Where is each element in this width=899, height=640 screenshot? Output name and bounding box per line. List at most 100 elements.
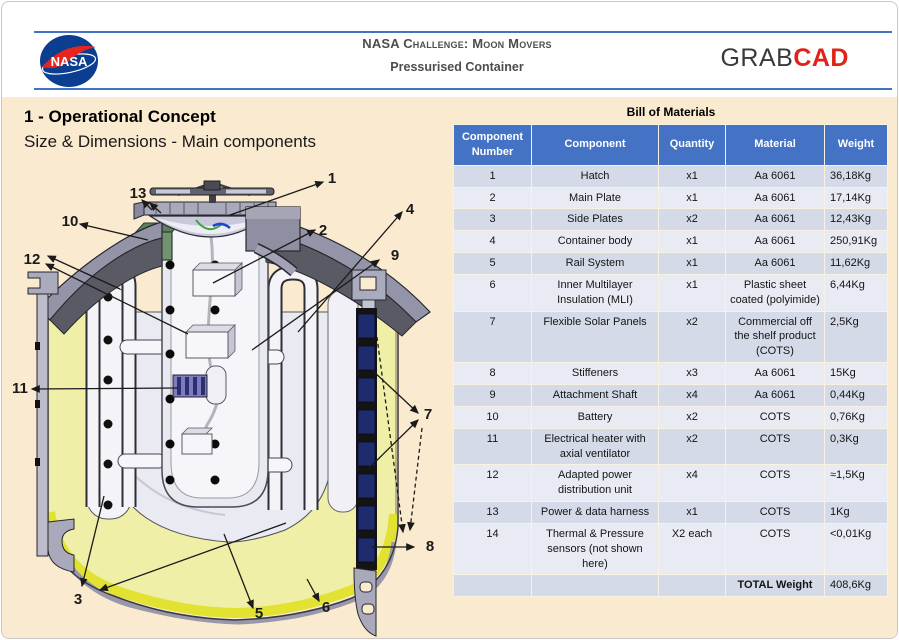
bom-cell: Stiffeners: [531, 362, 659, 385]
leader-10: [78, 221, 149, 241]
bom-cell: x2: [658, 310, 726, 364]
bom-cell: 6: [453, 273, 532, 312]
callout-1: 1: [328, 170, 336, 187]
nasa-logo-icon: NASA: [40, 35, 98, 87]
outer-wall-right: [351, 269, 387, 637]
bom-cell: 5: [453, 252, 532, 275]
bom-cell: 4: [453, 230, 532, 254]
bom-cell: 11,62Kg: [824, 252, 888, 275]
bom-cell: x2: [658, 208, 726, 232]
callout-4: 4: [406, 201, 415, 218]
page-subtitle: Size & Dimensions - Main components: [24, 132, 316, 151]
bom-cell: 6,44Kg: [824, 273, 888, 312]
bom-cell: 17,14Kg: [824, 186, 888, 210]
solar-panel-strip: [356, 308, 377, 570]
bom-cell: COTS: [725, 464, 825, 503]
challenge-subtitle: Pressurised Container: [390, 60, 524, 74]
col-weight: Weight: [824, 124, 888, 166]
leader-13b: [149, 202, 162, 214]
bom-cell: x1: [658, 186, 726, 210]
leader-12a: [46, 255, 121, 290]
header-top-rule: [34, 31, 892, 33]
leader-3a: [80, 495, 105, 588]
bom-cell: <0,01Kg: [824, 522, 888, 576]
bom-cell: Aa 6061: [725, 230, 825, 254]
page-title: 1 - Operational Concept: [24, 107, 216, 126]
power-distribution-unit-3: [181, 427, 213, 455]
container-shoulder: [37, 217, 431, 337]
bom-cell: x1: [658, 252, 726, 275]
bom-cell: 11: [453, 427, 532, 466]
bom-cell: X2 each: [658, 522, 726, 576]
callout-8: 8: [426, 538, 434, 555]
bom-cell: Flexible Solar Panels: [531, 310, 659, 364]
bom-header: Component Number Component Quantity Mate…: [453, 124, 888, 166]
col-component: Component: [531, 124, 659, 166]
bom-cell: Plastic sheet coated (polyimide): [725, 273, 825, 312]
bom-cell: 0,3Kg: [824, 427, 888, 466]
bom-cell: 250,91Kg: [824, 230, 888, 254]
bom-cell: x4: [658, 383, 726, 407]
bom-cell: Rail System: [531, 252, 659, 275]
bom-cell: 0,44Kg: [824, 383, 888, 407]
bom-cell: COTS: [725, 427, 825, 466]
grabcad-logo-grab: GRAB: [720, 44, 794, 72]
bom-cell: 2,5Kg: [824, 310, 888, 364]
nasa-logo-text: NASA: [51, 54, 88, 69]
grabcad-logo-cad: CAD: [793, 44, 849, 72]
container-drawing: [27, 180, 431, 637]
bom-cell: Aa 6061: [725, 383, 825, 407]
bom-cell: 12,43Kg: [824, 208, 888, 232]
bom-total-label: TOTAL Weight: [725, 574, 825, 598]
callout-3: 3: [74, 591, 82, 608]
leader-7b: [366, 419, 419, 471]
bom-cell: 36,18Kg: [824, 164, 888, 188]
bom-cell: [531, 574, 659, 598]
hatch-assembly: [133, 180, 277, 238]
leader-3b: [98, 522, 287, 592]
bom-cell: 10: [453, 405, 532, 429]
header-titles: NASA Challenge: Moon Movers Pressurised …: [242, 36, 672, 74]
power-distribution-unit-2: [185, 324, 236, 359]
leader-6: [306, 578, 320, 603]
callout-9: 9: [391, 247, 399, 264]
bom-cell: COTS: [725, 405, 825, 429]
header-bottom-rule: [34, 88, 892, 90]
bom-cell: Power & data harness: [531, 501, 659, 524]
callout-10: 10: [62, 213, 79, 230]
bom-cell: [658, 574, 726, 598]
leader-4: [297, 211, 403, 333]
foot-left: [47, 518, 75, 573]
bom-cell: x1: [658, 273, 726, 312]
callout-12: 12: [24, 251, 41, 268]
bom-cell: COTS: [725, 522, 825, 576]
bom-cell: x2: [658, 405, 726, 429]
bom-table: Component Number Component Quantity Mate…: [453, 124, 888, 598]
callout-2: 2: [319, 222, 327, 239]
wall-attachment-dots: [103, 292, 113, 510]
electrical-heater: [172, 374, 208, 398]
callout-11: 11: [12, 380, 28, 397]
bom-cell: 9: [453, 383, 532, 407]
bom-cell: x1: [658, 164, 726, 188]
bom-cell: 0,76Kg: [824, 405, 888, 429]
bom-cell: 15Kg: [824, 362, 888, 385]
bom-cell: x3: [658, 362, 726, 385]
leader-11: [30, 385, 179, 393]
bom-cell: Aa 6061: [725, 208, 825, 232]
bom-cell: x1: [658, 501, 726, 524]
bom-cell: 2: [453, 186, 532, 210]
bom-cell: Aa 6061: [725, 362, 825, 385]
callout-7: 7: [424, 406, 432, 423]
hatch-handle: [149, 180, 275, 203]
leader-12b: [44, 263, 189, 335]
leader-7-dashed-2: [407, 427, 423, 532]
leader-9: [251, 259, 381, 351]
